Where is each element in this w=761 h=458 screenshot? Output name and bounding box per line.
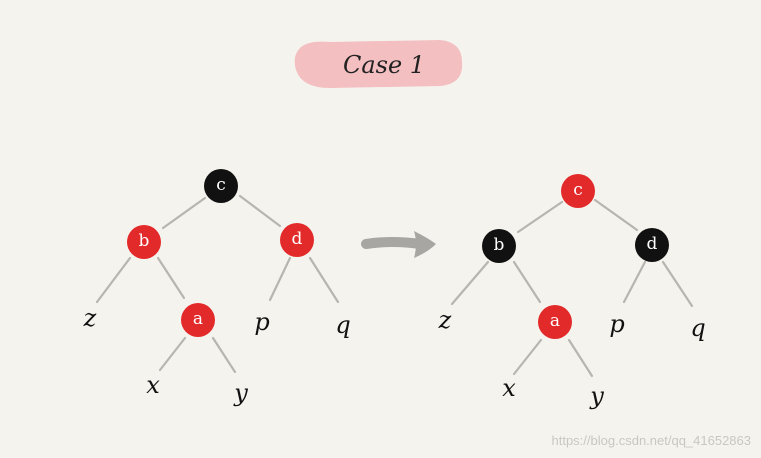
leaf-y: y xyxy=(589,382,604,410)
node-a-label: a xyxy=(550,311,560,331)
node-d-label: d xyxy=(292,229,303,249)
tree-node-c: c xyxy=(204,169,238,203)
tree-node-d: d xyxy=(280,223,314,257)
leaf-p: p xyxy=(254,308,269,336)
tree-node-c: c xyxy=(561,174,595,208)
leaf-q: q xyxy=(690,314,705,342)
tree-node-a: a xyxy=(538,305,572,339)
leaf-z: z xyxy=(438,306,452,334)
tree-after: c b d a z p q x y xyxy=(438,174,706,410)
node-d-circle xyxy=(280,223,314,257)
node-b-label: b xyxy=(494,235,505,255)
node-d-label: d xyxy=(647,234,658,254)
tree-node-b: b xyxy=(482,229,516,263)
arrow-shaft xyxy=(361,237,425,249)
tree-before: c b d a z p q x y xyxy=(83,169,351,407)
leaf-q: q xyxy=(335,311,350,339)
title-highlight xyxy=(294,40,463,88)
title: Case 1 xyxy=(343,51,425,79)
arrow-head xyxy=(414,231,436,258)
node-a-circle xyxy=(181,303,215,337)
node-b-circle xyxy=(127,225,161,259)
node-b-circle xyxy=(482,229,516,263)
node-d-circle xyxy=(635,228,669,262)
node-a-circle xyxy=(538,305,572,339)
node-c-label: c xyxy=(573,180,583,200)
tree-node-b: b xyxy=(127,225,161,259)
node-b-label: b xyxy=(139,231,150,251)
leaf-z: z xyxy=(83,304,97,332)
leaf-y: y xyxy=(233,379,248,407)
node-c-circle xyxy=(204,169,238,203)
node-c-label: c xyxy=(216,175,226,195)
leaf-x: x xyxy=(146,371,160,399)
leaf-x: x xyxy=(502,374,516,402)
tree-node-a: a xyxy=(181,303,215,337)
watermark: https://blog.csdn.net/qq_41652863 xyxy=(551,433,752,448)
title-badge: Case 1 xyxy=(294,40,463,88)
tree-node-d: d xyxy=(635,228,669,262)
node-c-circle xyxy=(561,174,595,208)
leaf-p: p xyxy=(609,310,624,338)
transform-arrow xyxy=(361,231,436,258)
node-a-label: a xyxy=(193,309,203,329)
